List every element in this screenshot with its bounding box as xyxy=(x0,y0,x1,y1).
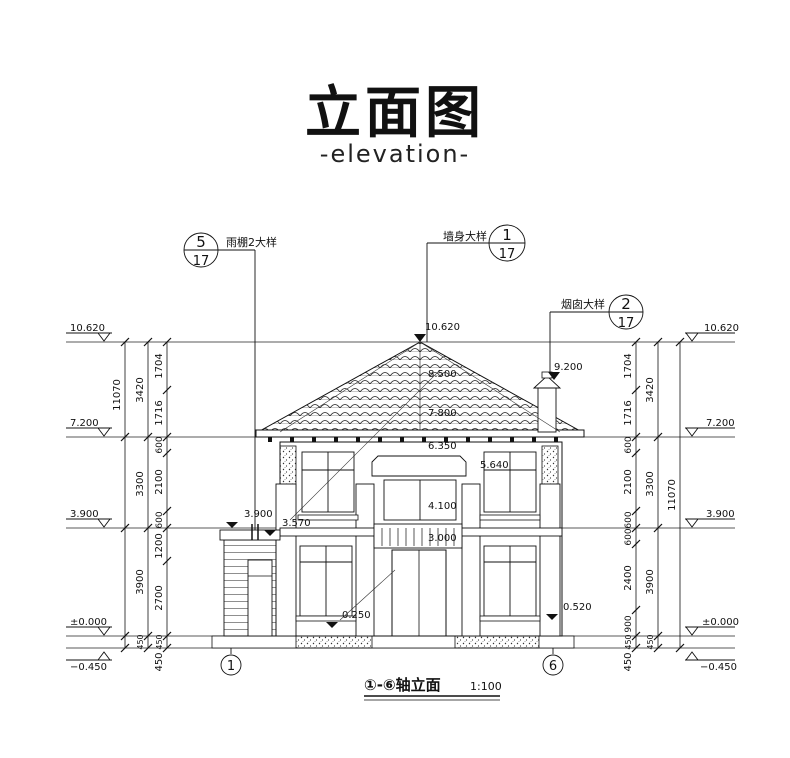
level-roof-low: 7.800 xyxy=(428,408,457,419)
level-balcony: 4.100 xyxy=(428,501,457,512)
axis-right-label: 6 xyxy=(549,659,557,674)
dim-right-outer-2: 3900 xyxy=(645,569,656,594)
level-canopy-top: 3.900 xyxy=(244,509,273,520)
inner-level-triangles xyxy=(226,522,558,628)
callout-2-label: 墙身大样 xyxy=(443,229,487,243)
drawing-scale: 1:100 xyxy=(470,680,502,693)
page-title: 立面图 xyxy=(305,81,485,146)
callout-1-symbol xyxy=(183,232,256,530)
dim-right-total: 11070 xyxy=(667,479,678,511)
upper-windows xyxy=(301,451,537,521)
callout-1-top: 5 xyxy=(196,233,206,251)
dim-right-inner-0: 1704 xyxy=(623,353,634,378)
callout-3-label: 烟囱大样 xyxy=(561,297,605,311)
axis-left-label: 1 xyxy=(227,659,235,674)
level-door-top: 3.000 xyxy=(428,533,457,544)
callout-2-symbol xyxy=(426,224,526,342)
dim-right-inner-7: 900 xyxy=(624,615,634,632)
page-subtitle: -elevation- xyxy=(319,140,471,168)
dim-left-outer-2: 3900 xyxy=(135,569,146,594)
axis-lines xyxy=(220,648,564,676)
dim-left-outer-1: 3300 xyxy=(135,471,146,496)
level-canopy: 3.570 xyxy=(282,518,311,529)
level-step-left: 0.250 xyxy=(342,610,371,621)
central-parapet xyxy=(371,455,467,477)
callout-1-bottom: 17 xyxy=(193,254,210,269)
level-left-floor2: 3.900 xyxy=(70,509,99,520)
dim-right-inner-6: 2400 xyxy=(623,565,634,590)
dim-left-outer-3: 450 xyxy=(136,634,145,649)
dim-left-outer-0: 3420 xyxy=(135,377,146,402)
dim-right-inner-4: 600 xyxy=(624,511,634,528)
left-dimension-lines xyxy=(120,337,172,653)
level-left-roof: 10.620 xyxy=(70,323,105,334)
level-right-eave: 7.200 xyxy=(706,418,735,429)
callout-1-label: 雨棚2大样 xyxy=(226,235,277,249)
level-right-floor2: 3.900 xyxy=(706,509,735,520)
dim-left-bottom: 450 xyxy=(154,652,165,671)
eave-brackets xyxy=(268,437,558,442)
callout-2-top: 1 xyxy=(502,226,512,244)
house-elevation xyxy=(211,341,585,649)
dim-right-inner-2: 600 xyxy=(624,436,634,453)
level-roof-mid: 8.500 xyxy=(428,369,457,380)
dim-right-bottom: 450 xyxy=(623,652,634,671)
dim-left-inner-5: 1200 xyxy=(154,533,165,558)
dim-left-inner-1: 1716 xyxy=(154,400,165,425)
dim-right-outer-3: 450 xyxy=(646,634,655,649)
level-right-ground: ±0.000 xyxy=(702,617,739,628)
dim-left-inner-7: 450 xyxy=(155,634,164,649)
callout-2-bottom: 17 xyxy=(499,247,516,262)
inner-level-markers xyxy=(414,334,560,380)
dim-left-inner-6: 2700 xyxy=(154,585,165,610)
eave-fascia xyxy=(255,429,585,438)
level-ridge: 10.620 xyxy=(425,322,460,333)
leader-lines xyxy=(279,341,561,621)
dim-right-inner-3: 2100 xyxy=(623,469,634,494)
dim-right-outer-0: 3420 xyxy=(645,377,656,402)
callout-3-symbol xyxy=(549,294,644,374)
left-level-markers xyxy=(66,332,112,661)
level-right-roof: 10.620 xyxy=(704,323,739,334)
level-left-eave: 7.200 xyxy=(70,418,99,429)
drawing-caption: ①-⑥轴立面 xyxy=(364,676,441,694)
dim-left-total: 11070 xyxy=(112,379,123,411)
level-step-right: 0.520 xyxy=(563,602,592,613)
right-level-markers xyxy=(685,332,735,661)
chimney xyxy=(537,387,557,433)
dim-left-inner-2: 600 xyxy=(155,436,165,453)
dim-right-inner-8: 450 xyxy=(624,634,633,649)
level-left-ground: ±0.000 xyxy=(70,617,107,628)
dim-left-inner-0: 1704 xyxy=(154,353,165,378)
dim-left-inner-4: 600 xyxy=(155,511,165,528)
level-right-base: −0.450 xyxy=(700,662,737,673)
dim-right-inner-1: 1716 xyxy=(623,400,634,425)
level-chimney: 9.200 xyxy=(554,362,583,373)
dim-right-inner-5: 600 xyxy=(624,528,634,545)
level-left-base: −0.450 xyxy=(70,662,107,673)
level-porch-top: 6.350 xyxy=(428,441,457,452)
callout-3-bottom: 17 xyxy=(618,316,635,331)
balcony xyxy=(373,523,463,549)
level-parapet: 5.640 xyxy=(480,460,509,471)
right-dimension-lines xyxy=(631,337,685,653)
callout-3-top: 2 xyxy=(621,295,631,313)
dim-left-inner-3: 2100 xyxy=(154,469,165,494)
dim-right-outer-1: 3300 xyxy=(645,471,656,496)
